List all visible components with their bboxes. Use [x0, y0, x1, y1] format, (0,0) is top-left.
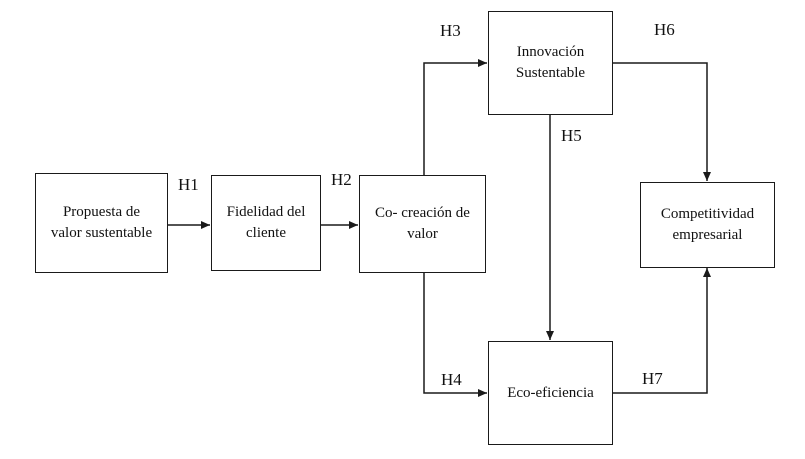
edge-h3 [423, 59, 487, 175]
node-propuesta-label: Propuesta de valor sustentable [50, 204, 153, 241]
node-fidelidad: Fidelidad del cliente [211, 175, 321, 271]
label-h4: H4 [441, 370, 462, 389]
label-h2: H2 [331, 170, 352, 189]
label-h7: H7 [642, 369, 663, 388]
label-h1: H1 [178, 175, 199, 194]
label-h3: H3 [440, 21, 461, 40]
node-competitividad-label: Competitividad empresarial [660, 206, 755, 243]
label-h5: H5 [561, 126, 582, 145]
node-innovacion-label: Innovación Sustentable [515, 44, 586, 81]
edge-h6 [613, 62, 711, 181]
edge-h4 [423, 273, 487, 397]
label-h6: H6 [654, 20, 675, 39]
node-competitividad: Competitividad empresarial [640, 182, 775, 268]
node-cocreacion: Co- creación de valor [359, 175, 486, 273]
node-propuesta: Propuesta de valor sustentable [35, 173, 168, 273]
node-fidelidad-label: Fidelidad del cliente [226, 204, 306, 241]
node-innovacion: Innovación Sustentable [488, 11, 613, 115]
node-cocreacion-label: Co- creación de valor [375, 205, 470, 242]
node-ecoeficiencia-label: Eco-eficiencia [507, 384, 594, 401]
node-ecoeficiencia: Eco-eficiencia [488, 341, 613, 445]
edge-h7 [613, 268, 711, 394]
